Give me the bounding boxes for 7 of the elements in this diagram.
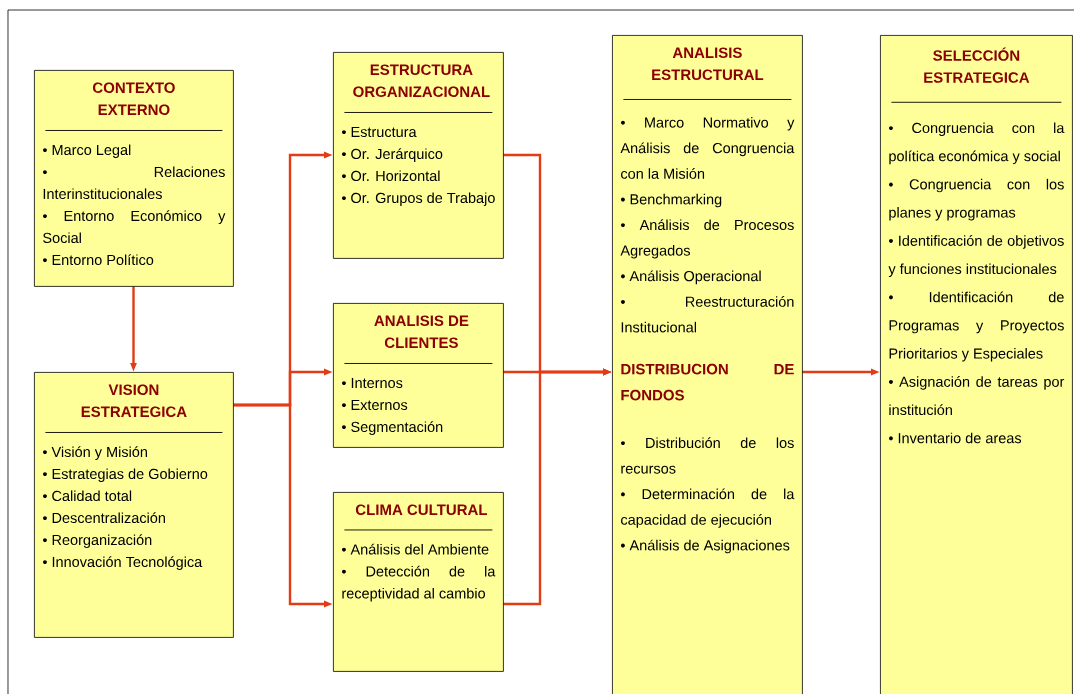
process-box: CONTEXTO EXTERNO • Marco Legal • Relaciones Interinstitucionales • Entorno Económico y Social • Entorno Político [34,70,234,287]
process-box: ESTRUCTURA ORGANIZACIONAL • Estructura • Or. Jerárquico • Or. Horizontal • Or. Grupos de Trabajo [333,52,504,259]
tall-box: ANALISIS ESTRUCTURAL • Marco Normativo y Análisis de Congruencia con la Misión • Benchmarking • Análisis de Procesos Agregados • Análisis Operacional • Reestructuración Institucional DISTRIBUCION DE FONDOS • Distribución de los recursos • Determinación de la capacidad de ejecución • Análisis de Asignaciones [612,35,803,694]
process-box: ANALISIS DE CLIENTES • Internos • Externos • Segmentación [333,303,504,448]
process-box: VISION ESTRATEGICA • Visión y Misión • Estrategias de Gobierno • Calidad total • Descentralización • Reorganización • Innovación Tecnológica [34,372,234,638]
tall-box: SELECCIÓN ESTRATEGICA • Congruencia con la política económica y social • Congruencia con los planes y programas • Identificación de objetivos y funciones institucionales • Identificación de Programas y Proyectos Prioritarios y Especiales • Asignación de tareas por institución • Inventario de areas [880,35,1073,694]
process-box: CLIMA CULTURAL • Análisis del Ambiente • Detección de la receptividad al cambio [333,492,504,672]
